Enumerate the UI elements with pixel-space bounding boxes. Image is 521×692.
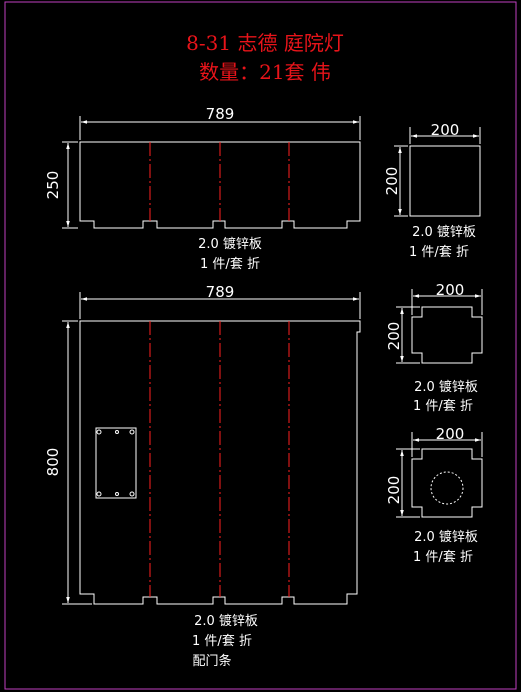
cross-plate-height-label: 200 — [385, 322, 403, 351]
title-line-2: 数量：21套 伟 — [199, 60, 331, 84]
top-square-qty: 1 件/套 折 — [409, 244, 469, 260]
cross-hole-height-label: 200 — [385, 476, 403, 505]
cross-plate-outline — [411, 306, 483, 364]
cross-plate-width-label: 200 — [436, 281, 465, 299]
center-hole — [430, 471, 464, 505]
top-square-material: 2.0 镀锌板 — [412, 224, 476, 240]
part-top-square: 200 200 2.0 镀锌板 1 件/套 折 — [383, 121, 481, 260]
part-top-long-strip: 789 250 2.0 镀锌板 1 件/套 折 — [44, 105, 361, 272]
part-big-panel: 789 800 2.0 镀锌板 1 件/套 折 配门条 — [44, 283, 361, 669]
cross-plate-qty: 1 件/套 折 — [413, 398, 473, 414]
top-strip-qty: 1 件/套 折 — [200, 256, 260, 272]
big-panel-material: 2.0 镀锌板 — [194, 613, 258, 629]
top-square-outline — [409, 145, 481, 217]
door-cutout — [95, 427, 137, 499]
cross-hole-material: 2.0 镀锌板 — [414, 529, 478, 545]
cross-plate-material: 2.0 镀锌板 — [414, 379, 478, 395]
door-hole — [96, 429, 102, 435]
top-strip-width-label: 789 — [206, 105, 235, 123]
drawing-frame — [4, 1, 517, 690]
top-square-height-label: 200 — [383, 167, 401, 196]
part-cross-plate-with-hole: 200 200 2.0 镀锌板 1 件/套 折 — [385, 425, 483, 565]
big-panel-height-label: 800 — [44, 448, 62, 477]
cross-hole-plate-outline — [411, 448, 483, 518]
big-panel-note: 配门条 — [192, 653, 231, 669]
cross-hole-width-label: 200 — [436, 425, 465, 443]
big-panel-width-label: 789 — [206, 283, 235, 301]
door-hole — [129, 491, 135, 497]
door-hole — [129, 429, 135, 435]
top-strip-material: 2.0 镀锌板 — [198, 236, 262, 252]
top-strip-outline — [79, 141, 361, 229]
top-strip-height-label: 250 — [44, 171, 62, 200]
part-cross-plate: 200 200 2.0 镀锌板 1 件/套 折 — [385, 281, 483, 414]
door-hole — [115, 492, 119, 496]
cross-hole-qty: 1 件/套 折 — [413, 549, 473, 565]
door-hole — [115, 430, 119, 434]
big-panel-outline — [79, 320, 361, 605]
title-line-1: 8-31 志德 庭院灯 — [186, 31, 344, 55]
top-square-width-label: 200 — [431, 121, 460, 139]
big-panel-qty: 1 件/套 折 — [192, 633, 252, 649]
door-hole — [96, 491, 102, 497]
